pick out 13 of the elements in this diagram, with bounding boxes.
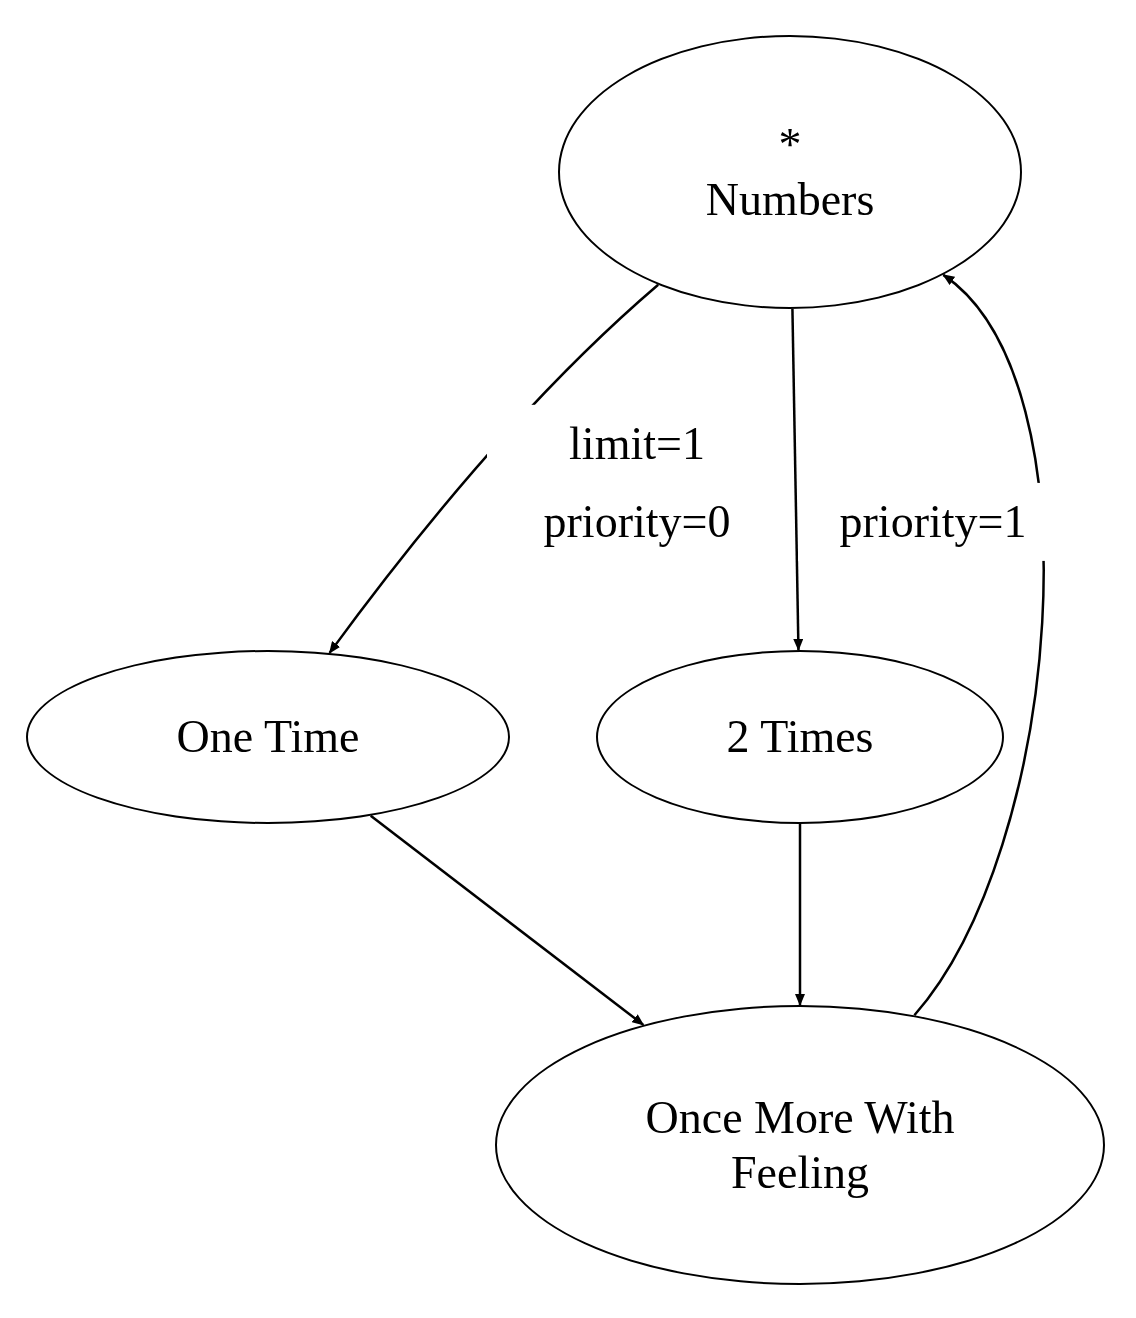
ellipse-node xyxy=(596,650,1004,824)
ellipse-node xyxy=(495,1005,1105,1285)
arrow xyxy=(913,273,1045,1016)
node-label: One Time xyxy=(176,710,360,765)
node-label: * xyxy=(778,117,802,172)
arrow xyxy=(795,824,805,1006)
arrow xyxy=(369,814,645,1026)
ellipse-node xyxy=(558,35,1022,309)
node-label: 2 Times xyxy=(726,710,874,765)
arrow xyxy=(791,308,804,651)
node-label: Numbers xyxy=(705,173,875,227)
node-label: Once More With Feeling xyxy=(644,1090,956,1200)
ellipse-node xyxy=(26,650,510,824)
